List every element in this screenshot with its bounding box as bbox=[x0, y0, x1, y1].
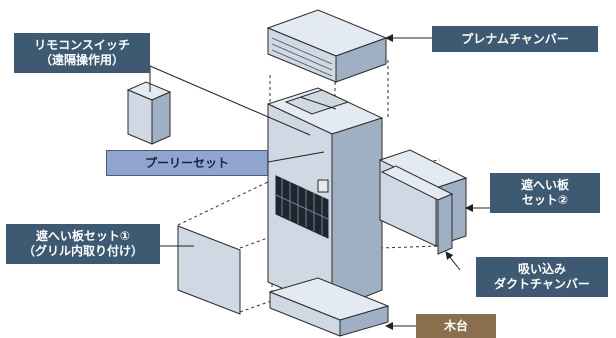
label-shield-plate-set-2: 遮へい板 セット② bbox=[490, 173, 600, 213]
label-remote-control: リモコンスイッチ （遠隔操作用） bbox=[14, 33, 150, 73]
indoor-unit bbox=[266, 87, 384, 311]
label-shield-plate-set-1: 遮へい板セット① （グリル内取り付け） bbox=[6, 224, 160, 264]
label-wooden-base-text: 木台 bbox=[443, 318, 468, 333]
label-shield-plate-set-2-line1: 遮へい板 bbox=[520, 178, 569, 192]
leader-lines bbox=[149, 34, 490, 330]
label-plenum-chamber-text: プレナムチャンバー bbox=[461, 31, 569, 46]
label-wooden-base: 木台 bbox=[416, 314, 496, 338]
label-pulley-set-text: プーリーセット bbox=[144, 155, 229, 170]
label-suction-duct-chamber-line2: ダクトチャンバー bbox=[494, 277, 590, 291]
label-pulley-set: プーリーセット bbox=[106, 150, 268, 176]
duct-chamber bbox=[378, 149, 468, 255]
shield-plate-1 bbox=[177, 225, 241, 315]
plenum-chamber bbox=[266, 9, 388, 83]
label-remote-control-line1: リモコンスイッチ bbox=[34, 38, 130, 52]
label-plenum-chamber: プレナムチャンバー bbox=[432, 26, 598, 52]
label-suction-duct-chamber: 吸い込み ダクトチャンバー bbox=[476, 257, 608, 297]
label-suction-duct-chamber-line1: 吸い込み bbox=[517, 262, 566, 276]
label-shield-plate-set-2-line2: セット② bbox=[521, 193, 569, 207]
label-remote-control-line2: （遠隔操作用） bbox=[39, 53, 124, 67]
label-shield-plate-set-1-line1: 遮へい板セット① bbox=[35, 229, 131, 243]
wooden-base bbox=[268, 277, 390, 337]
remote-control-device bbox=[126, 81, 172, 145]
label-shield-plate-set-1-line2: （グリル内取り付け） bbox=[22, 244, 143, 258]
